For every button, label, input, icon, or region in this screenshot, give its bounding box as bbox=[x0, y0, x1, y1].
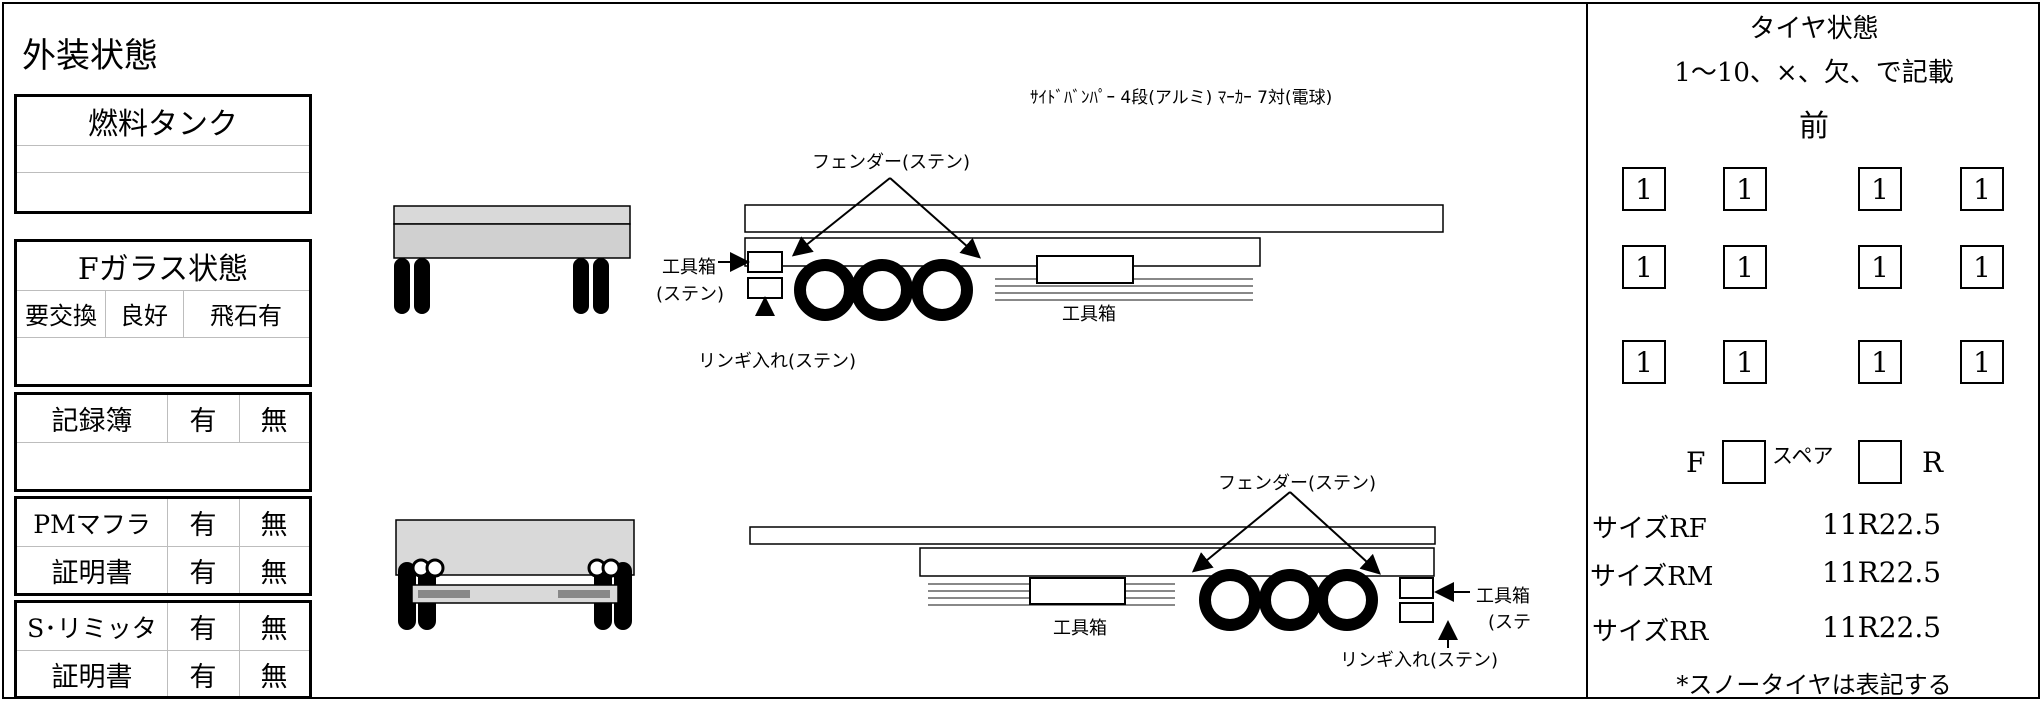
tyre-middle-outer-right[interactable]: 1 bbox=[1960, 245, 2004, 289]
spare-label: スペア bbox=[1772, 444, 1834, 468]
tyre-rear-outer-right[interactable]: 1 bbox=[1960, 340, 2004, 384]
side-view-bottom bbox=[749, 491, 1470, 648]
top-ringi-label: リンギ入れ(ステン) bbox=[698, 351, 857, 372]
exterior-title: 外装状態 bbox=[22, 36, 158, 76]
record-book-box: 記録簿 有 無 bbox=[14, 392, 312, 492]
size-rm-label: サイズRM bbox=[1590, 562, 1714, 592]
glass-option-good[interactable]: 良好 bbox=[120, 302, 168, 330]
glass-option-chipped[interactable]: 飛石有 bbox=[210, 302, 282, 330]
tyre-front-inner-left[interactable]: 1 bbox=[1723, 167, 1767, 211]
front-label: 前 bbox=[1799, 109, 1829, 144]
speed-limiter-yes[interactable]: 有 bbox=[189, 614, 217, 645]
tyre-middle-inner-right[interactable]: 1 bbox=[1858, 245, 1902, 289]
bottom-center-toolbox-label: 工具箱 bbox=[1053, 618, 1107, 639]
pm-muffler-no[interactable]: 無 bbox=[260, 510, 288, 541]
pm-cert-no[interactable]: 無 bbox=[260, 557, 288, 589]
tyre-rear-inner-right[interactable]: 1 bbox=[1858, 340, 1902, 384]
pm-muffler-label: PMマフラ bbox=[33, 509, 151, 539]
rear-view-bottom bbox=[395, 519, 635, 630]
size-rf-label: サイズRF bbox=[1592, 514, 1707, 544]
pm-muffler-yes[interactable]: 有 bbox=[189, 510, 217, 541]
tyre-front-inner-right[interactable]: 1 bbox=[1858, 167, 1902, 211]
top-fender-label: フェンダー(ステン) bbox=[812, 152, 971, 173]
pm-muffler-box: PMマフラ 有 無 証明書 有 無 bbox=[14, 496, 312, 596]
speed-limiter-label: S･リミッタ bbox=[27, 613, 157, 643]
size-rf-value[interactable]: 11R22.5 bbox=[1822, 508, 1942, 541]
size-rr-value[interactable]: 11R22.5 bbox=[1822, 611, 1942, 644]
record-book-no[interactable]: 無 bbox=[260, 406, 288, 437]
bottom-toolbox-material: (ステ bbox=[1488, 612, 1532, 633]
spare-rear-label: R bbox=[1922, 446, 1944, 479]
tyre-front-outer-left[interactable]: 1 bbox=[1622, 167, 1666, 211]
glass-condition-label: Fガラス状態 bbox=[77, 252, 249, 287]
pm-cert-yes[interactable]: 有 bbox=[189, 557, 217, 589]
top-toolbox-material: (ステン) bbox=[656, 284, 725, 305]
top-center-toolbox-label: 工具箱 bbox=[1062, 304, 1116, 325]
limiter-cert-yes[interactable]: 有 bbox=[189, 661, 217, 693]
top-toolbox-label: 工具箱 bbox=[662, 257, 716, 278]
fuel-tank-label: 燃料タンク bbox=[88, 107, 238, 142]
spec-text: ｻｲﾄﾞﾊﾞﾝﾊﾟｰ 4段(アルミ) ﾏｰｶｰ 7対(電球) bbox=[1030, 88, 1333, 108]
limiter-cert-label: 証明書 bbox=[51, 661, 133, 693]
fuel-tank-box: 燃料タンク bbox=[14, 94, 312, 214]
tyre-rear-outer-left[interactable]: 1 bbox=[1622, 340, 1666, 384]
tyre-title: タイヤ状態 bbox=[1749, 14, 1879, 44]
tyre-instruction: 1〜10、×、欠、で記載 bbox=[1674, 58, 1954, 88]
glass-condition-box: Fガラス状態 要交換 良好 飛石有 bbox=[14, 239, 312, 387]
spare-front-label: F bbox=[1686, 446, 1706, 479]
rear-view-top bbox=[393, 205, 631, 314]
side-view-top bbox=[718, 177, 1444, 321]
tyre-middle-inner-left[interactable]: 1 bbox=[1723, 245, 1767, 289]
record-book-yes[interactable]: 有 bbox=[189, 406, 217, 437]
limiter-cert-no[interactable]: 無 bbox=[260, 661, 288, 693]
trailer-diagram bbox=[393, 177, 1470, 648]
glass-option-replace[interactable]: 要交換 bbox=[25, 302, 97, 330]
snow-tyre-note: *スノータイヤは表記する bbox=[1676, 671, 1952, 699]
tyre-middle-outer-left[interactable]: 1 bbox=[1622, 245, 1666, 289]
pm-cert-label: 証明書 bbox=[51, 557, 133, 589]
bottom-fender-label: フェンダー(ステン) bbox=[1218, 473, 1377, 494]
bottom-ringi-label: リンギ入れ(ステン) bbox=[1340, 650, 1499, 671]
size-rm-value[interactable]: 11R22.5 bbox=[1822, 556, 1942, 589]
speed-limiter-box: S･リミッタ 有 無 証明書 有 無 bbox=[14, 600, 312, 699]
spare-front-box[interactable] bbox=[1722, 440, 1766, 484]
section-divider bbox=[1586, 2, 1588, 699]
tyre-rear-inner-left[interactable]: 1 bbox=[1723, 340, 1767, 384]
bottom-toolbox-label: 工具箱 bbox=[1476, 586, 1530, 607]
spare-rear-box[interactable] bbox=[1858, 440, 1902, 484]
speed-limiter-no[interactable]: 無 bbox=[260, 614, 288, 645]
size-rr-label: サイズRR bbox=[1592, 617, 1709, 647]
record-book-label: 記録簿 bbox=[51, 406, 133, 437]
tyre-front-outer-right[interactable]: 1 bbox=[1960, 167, 2004, 211]
